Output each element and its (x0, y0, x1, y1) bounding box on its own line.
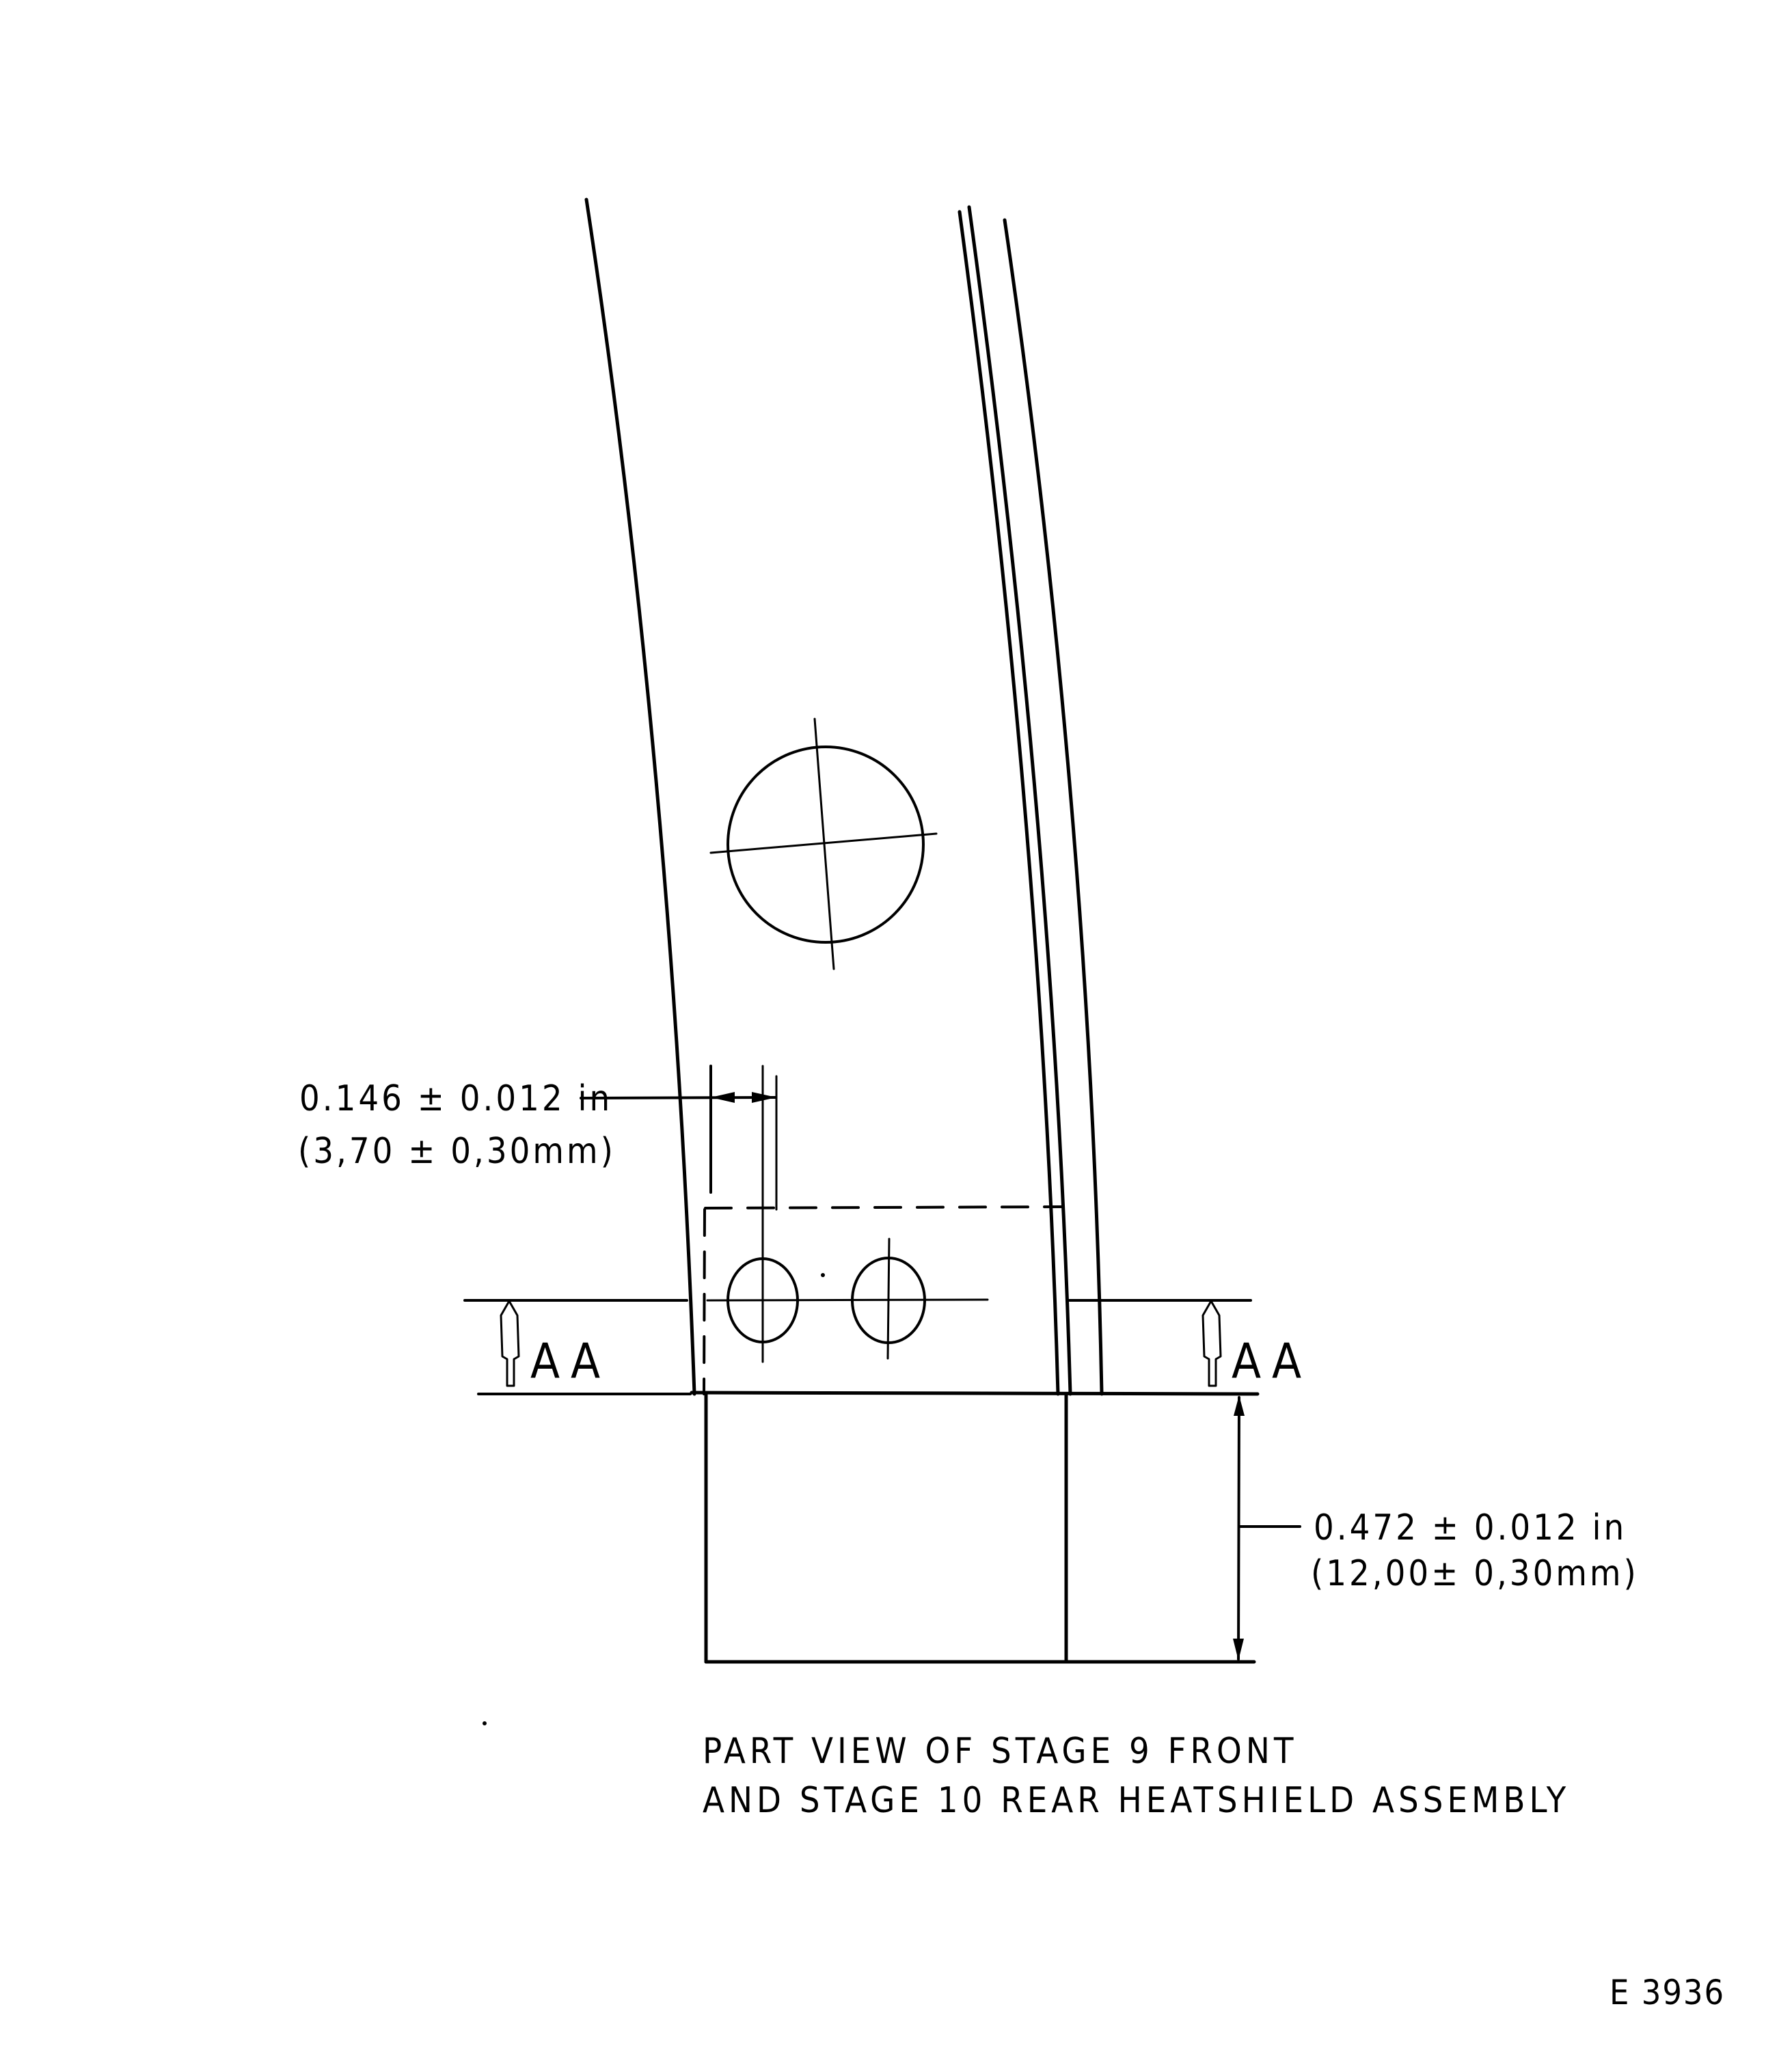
dimension-flange-height (1233, 1395, 1301, 1660)
dimension-hole-offset-imperial: 0.146 ± 0.012 in (299, 1078, 612, 1119)
scan-speck (821, 1273, 825, 1277)
section-label-right: AA (1232, 1333, 1311, 1389)
dimension-flange-height-metric: (12,00± 0,30mm) (1311, 1553, 1639, 1594)
drawing-caption-line-1: PART VIEW OF STAGE 9 FRONT (703, 1731, 1297, 1772)
small-hole-1 (727, 1065, 799, 1363)
right-rail-middle (967, 205, 1072, 1396)
dimension-flange-height-imperial: 0.472 ± 0.012 in (1314, 1507, 1627, 1548)
lower-flange-block (704, 1392, 1256, 1664)
right-rail-outer (1003, 218, 1104, 1396)
drawing-caption-line-2: AND STAGE 10 REAR HEATSHIELD ASSEMBLY (703, 1780, 1570, 1821)
right-rail-inner (958, 210, 1060, 1396)
hidden-flange-outline (703, 1205, 1065, 1395)
dimension-hole-offset-metric: (3,70 ± 0,30mm) (298, 1131, 616, 1172)
section-label-left: AA (530, 1333, 610, 1389)
small-hole-2 (851, 1237, 926, 1360)
base-line (690, 1391, 1260, 1396)
dimension-hole-offset (580, 1075, 778, 1211)
drawing-reference-number: E 3936 (1610, 1973, 1725, 2012)
scan-speck (483, 1721, 487, 1725)
large-hole (709, 717, 938, 970)
left-outer-edge (584, 197, 696, 1396)
section-arrow-left-icon (500, 1300, 520, 1387)
section-arrow-right-icon (1202, 1300, 1222, 1387)
